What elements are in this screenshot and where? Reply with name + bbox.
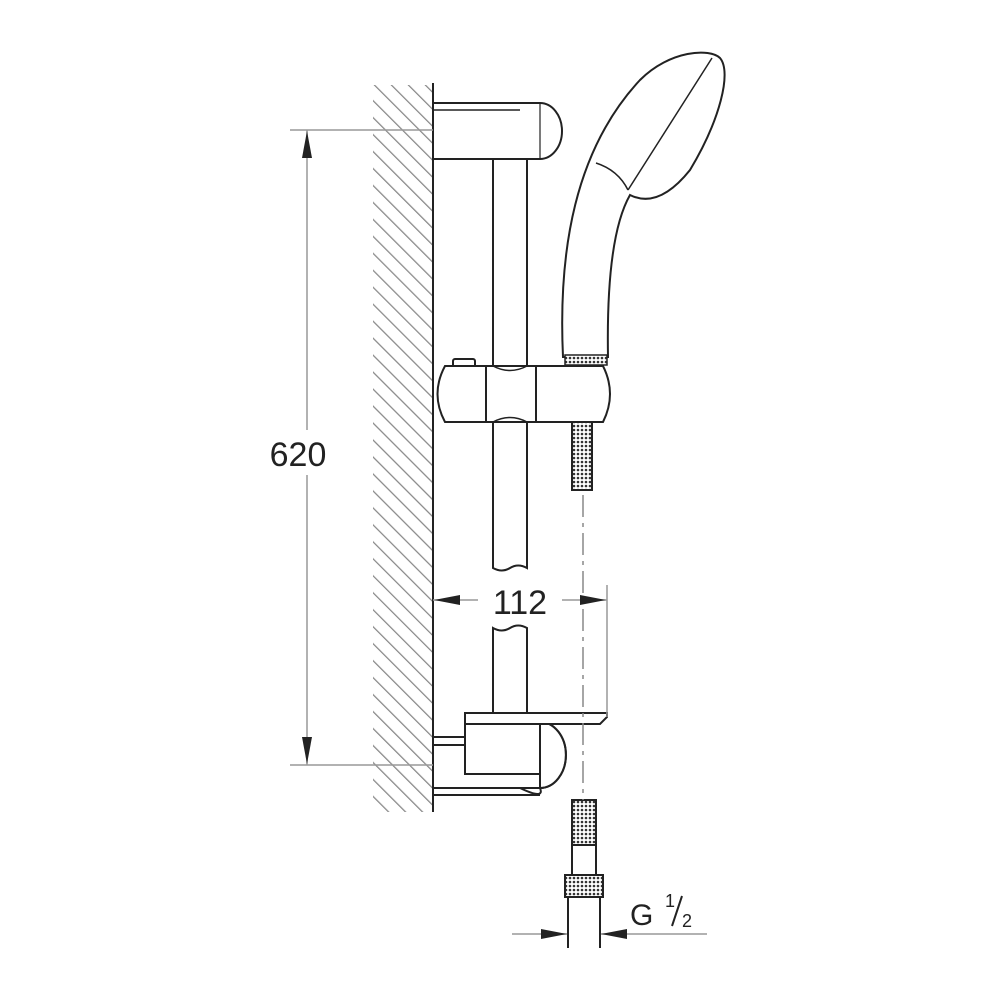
dimension-112: [433, 585, 608, 717]
thread-label-numerator: 1: [665, 891, 675, 911]
slider-holder: [436, 358, 611, 423]
hose-lower: [564, 799, 604, 948]
thread-label-denominator: 2: [682, 911, 692, 931]
wall: [373, 83, 434, 812]
hose-upper: [571, 421, 593, 491]
rail-lower: [492, 624, 528, 713]
hand-shower: [561, 51, 726, 366]
projection-dimension-label: 112: [493, 584, 547, 622]
dimension-thread: [512, 929, 707, 939]
dimension-620: [290, 129, 433, 766]
rail-middle: [492, 422, 528, 572]
rail-upper: [492, 159, 528, 366]
height-dimension-label: 620: [270, 436, 327, 474]
top-wall-bracket: [432, 102, 563, 160]
soap-shelf: [464, 712, 608, 725]
wall-hatching: [373, 85, 433, 812]
bottom-wall-bracket: [432, 720, 567, 796]
thread-fraction-slash: [671, 895, 683, 927]
thread-label-g: G: [630, 899, 653, 932]
